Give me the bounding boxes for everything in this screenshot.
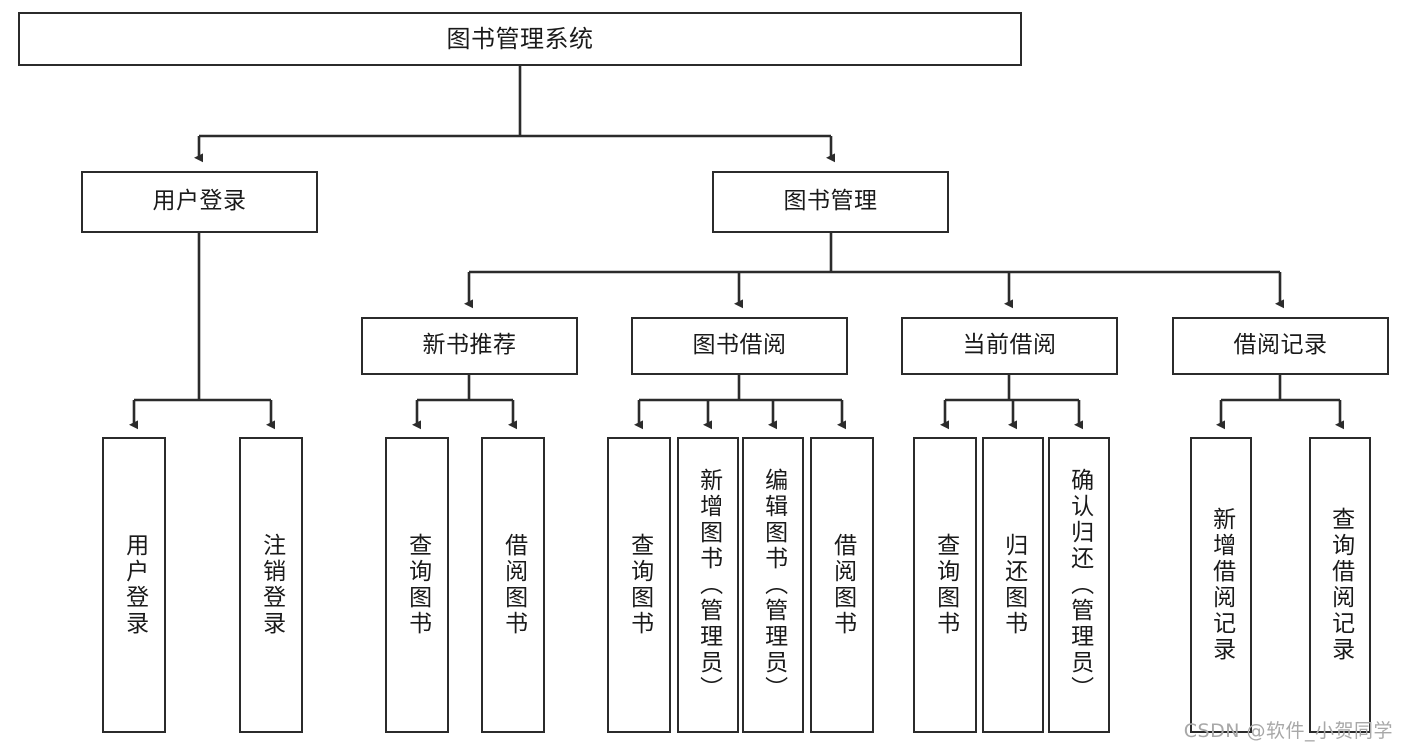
node-book-borrow-label: 图书借阅 (692, 332, 787, 359)
node-book-borrow[interactable]: 图书借阅 (631, 317, 848, 375)
leaf-add-book-label: 新增图书（管理员） (695, 468, 722, 702)
node-root-system-label: 图书管理系统 (446, 24, 594, 53)
leaf-return-book-label: 归还图书 (1000, 533, 1027, 637)
leaf-add-book[interactable]: 新增图书（管理员） (677, 437, 739, 733)
leaf-query-record-label: 查询借阅记录 (1327, 507, 1354, 663)
leaf-add-record-label: 新增借阅记录 (1208, 507, 1235, 663)
node-current-borrow-label: 当前借阅 (962, 332, 1057, 359)
leaf-query-book-3[interactable]: 查询图书 (913, 437, 977, 733)
node-borrow-record-label: 借阅记录 (1233, 332, 1328, 359)
leaf-query-record[interactable]: 查询借阅记录 (1309, 437, 1371, 733)
leaf-edit-book[interactable]: 编辑图书（管理员） (742, 437, 804, 733)
node-user-login-label: 用户登录 (152, 188, 247, 215)
node-book-management[interactable]: 图书管理 (712, 171, 949, 233)
node-current-borrow[interactable]: 当前借阅 (901, 317, 1118, 375)
node-borrow-record[interactable]: 借阅记录 (1172, 317, 1389, 375)
node-user-login[interactable]: 用户登录 (81, 171, 318, 233)
leaf-borrow-book-2-label: 借阅图书 (829, 533, 856, 637)
node-book-management-label: 图书管理 (783, 188, 878, 215)
leaf-borrow-book-1-label: 借阅图书 (500, 533, 527, 637)
leaf-borrow-book-1[interactable]: 借阅图书 (481, 437, 545, 733)
node-new-book-recommend-label: 新书推荐 (422, 332, 517, 359)
csdn-watermark: CSDN @软件_小贺同学 (1183, 720, 1393, 742)
leaf-user-login-label: 用户登录 (121, 533, 148, 637)
leaf-query-book-2-label: 查询图书 (626, 533, 653, 637)
leaf-query-book-2[interactable]: 查询图书 (607, 437, 671, 733)
leaf-add-record[interactable]: 新增借阅记录 (1190, 437, 1252, 733)
leaf-query-book-1-label: 查询图书 (404, 533, 431, 637)
leaf-logout-login-label: 注销登录 (258, 533, 285, 637)
leaf-confirm-return-label: 确认归还（管理员） (1066, 468, 1093, 702)
leaf-user-login[interactable]: 用户登录 (102, 437, 166, 733)
leaf-borrow-book-2[interactable]: 借阅图书 (810, 437, 874, 733)
node-root-system[interactable]: 图书管理系统 (18, 12, 1022, 66)
leaf-return-book[interactable]: 归还图书 (982, 437, 1044, 733)
leaf-confirm-return[interactable]: 确认归还（管理员） (1048, 437, 1110, 733)
leaf-query-book-3-label: 查询图书 (932, 533, 959, 637)
node-new-book-recommend[interactable]: 新书推荐 (361, 317, 578, 375)
leaf-query-book-1[interactable]: 查询图书 (385, 437, 449, 733)
leaf-logout-login[interactable]: 注销登录 (239, 437, 303, 733)
leaf-edit-book-label: 编辑图书（管理员） (760, 468, 787, 702)
